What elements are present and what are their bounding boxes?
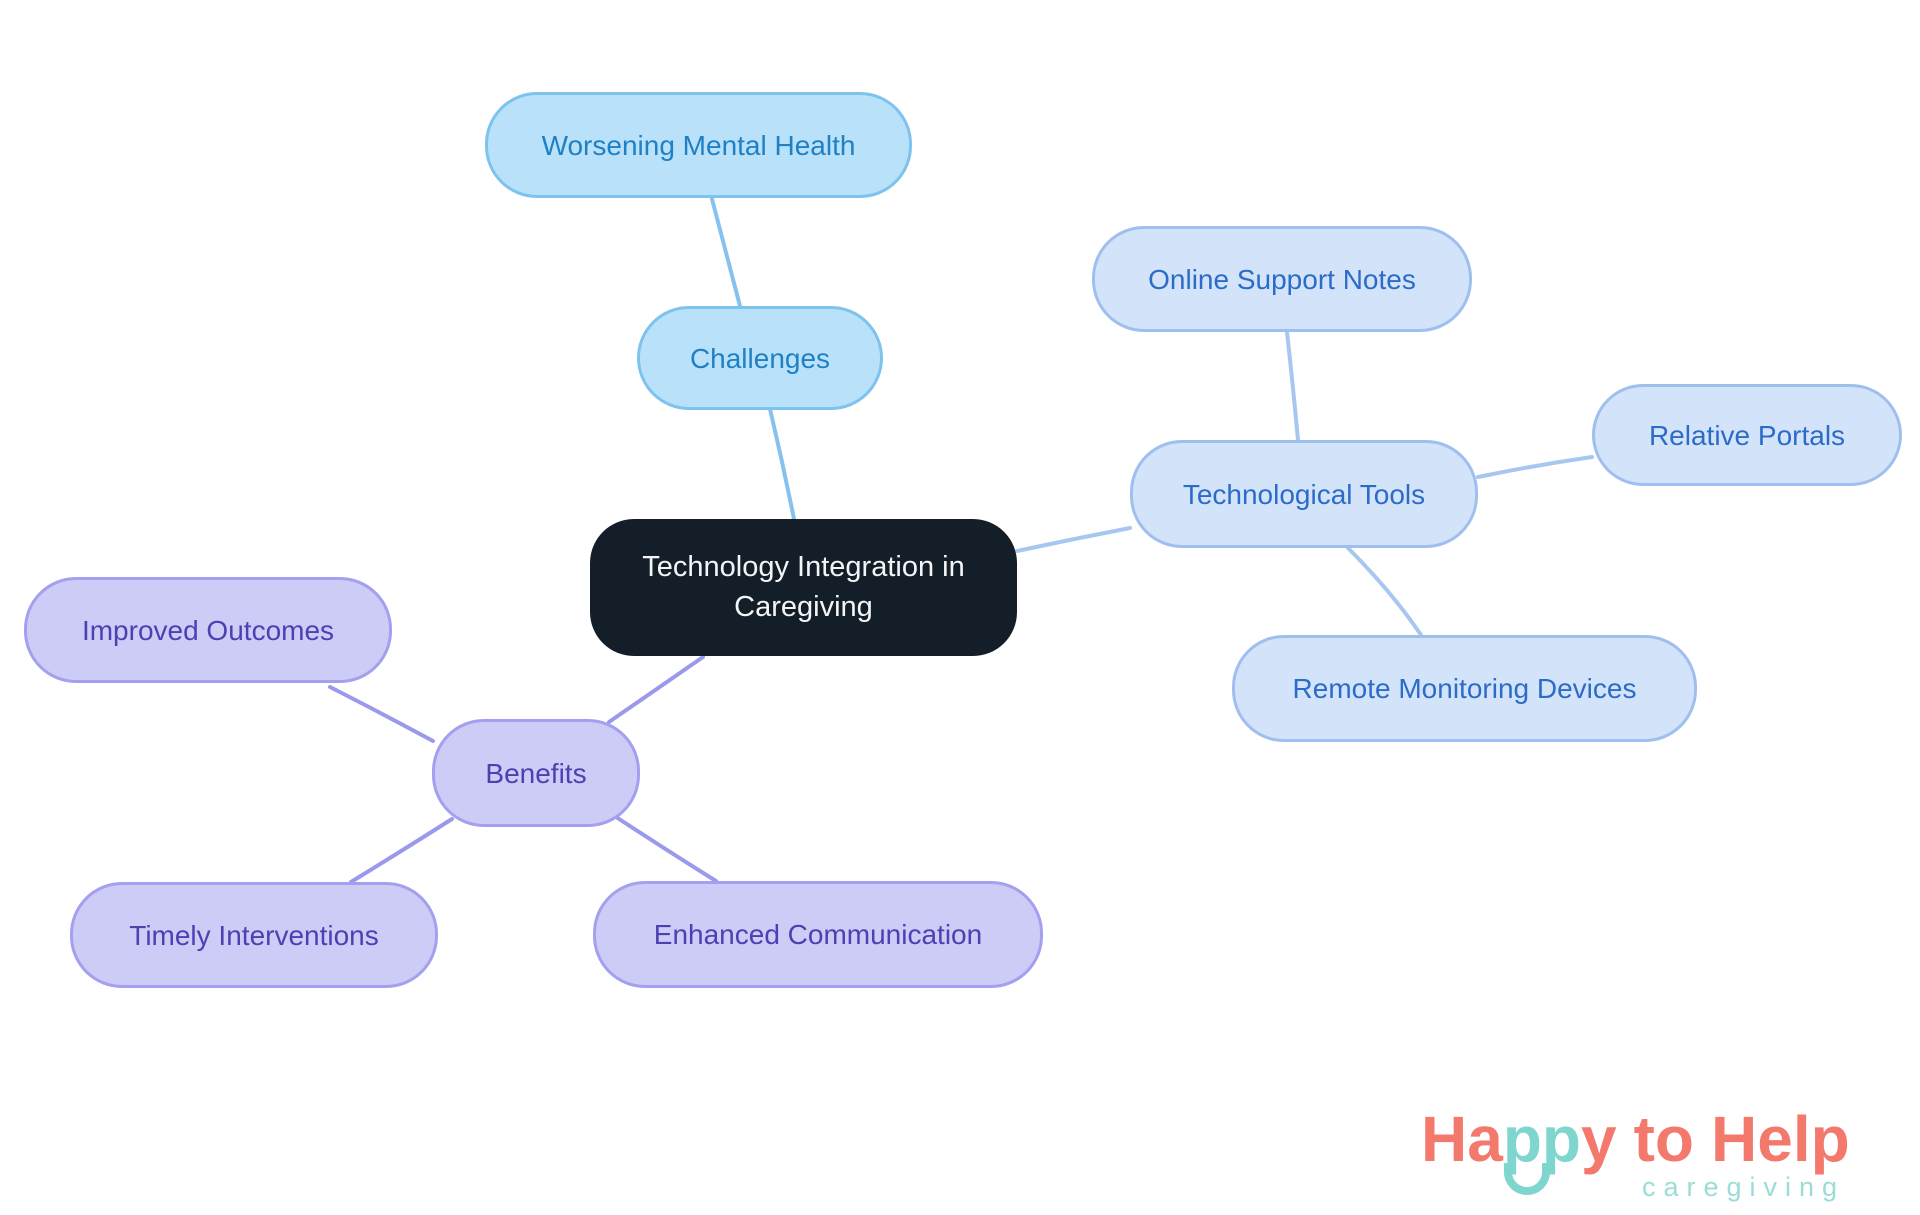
- node-technological-tools: Technological Tools: [1130, 440, 1478, 548]
- node-remote-monitoring-devices: Remote Monitoring Devices: [1232, 635, 1697, 742]
- edge-challenges-worsening: [710, 197, 742, 308]
- node-online-support-notes: Online Support Notes: [1092, 226, 1472, 332]
- edge-tools-remote-monitoring: [1346, 546, 1423, 637]
- node-relative-portals: Relative Portals: [1592, 384, 1902, 486]
- smile-icon: [1504, 1163, 1550, 1195]
- edge-central-benefits: [607, 655, 705, 724]
- node-challenges: Challenges: [637, 306, 883, 410]
- logo-text-help: Help: [1711, 1103, 1850, 1175]
- logo-text-ha: Ha: [1421, 1103, 1503, 1175]
- node-improved-outcomes: Improved Outcomes: [24, 577, 392, 683]
- node-enhanced-communication: Enhanced Communication: [593, 881, 1043, 988]
- edge-central-challenges: [768, 407, 796, 521]
- edge-benefits-improved-outcomes: [328, 685, 435, 743]
- logo-text-y: y: [1581, 1103, 1617, 1175]
- edge-tools-relative-portals: [1476, 455, 1594, 479]
- node-timely-interventions: Timely Interventions: [70, 882, 438, 988]
- brand-tagline: caregiving: [1642, 1172, 1846, 1202]
- node-worsening-mental-health: Worsening Mental Health: [485, 92, 912, 198]
- node-central-topic: Technology Integration in Caregiving: [590, 519, 1017, 656]
- node-benefits: Benefits: [432, 719, 640, 827]
- logo-text-to: to: [1633, 1103, 1694, 1175]
- edge-benefits-timely-interventions: [349, 817, 454, 884]
- edge-tools-online-support-notes: [1285, 330, 1300, 442]
- edge-central-technological-tools: [1015, 526, 1132, 553]
- edge-benefits-enhanced-comm: [614, 815, 718, 883]
